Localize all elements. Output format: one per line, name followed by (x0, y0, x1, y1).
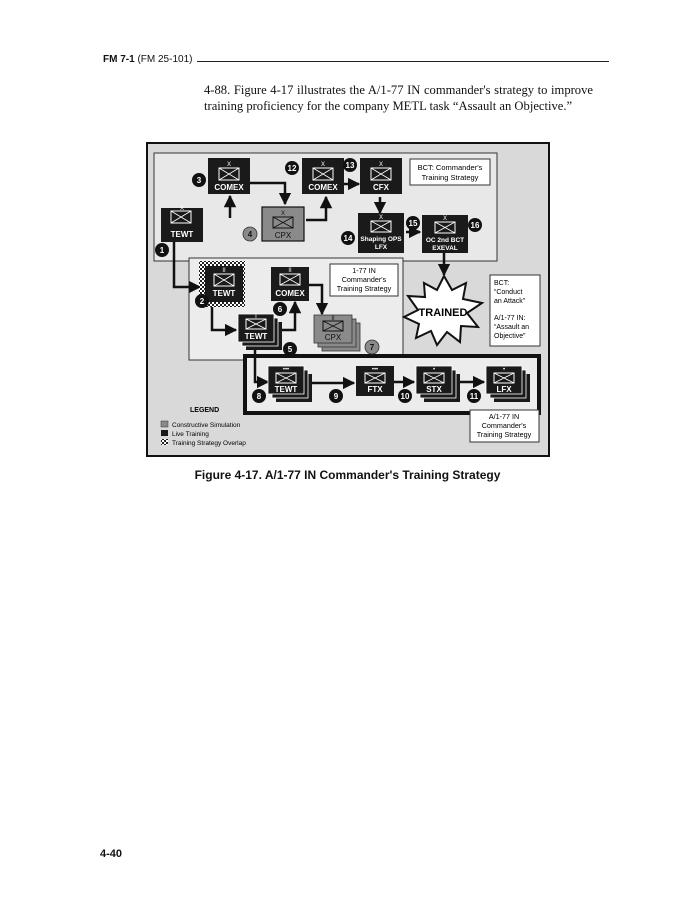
bct-strategy-label-2: Training Strategy (422, 173, 479, 182)
svg-text:X: X (379, 162, 383, 168)
tewt-5-node: I TEWT (237, 313, 282, 350)
comex-3-node: X COMEX (208, 158, 250, 194)
svg-text:•••: ••• (372, 367, 378, 373)
svg-text:I: I (255, 314, 257, 320)
comex-12-node: X COMEX (302, 158, 344, 194)
step-11: 11 (470, 392, 479, 401)
step-9: 9 (334, 392, 339, 401)
svg-text:Shaping OPS: Shaping OPS (360, 236, 402, 243)
figure-caption: Figure 4-17. A/1-77 IN Commander's Train… (194, 468, 501, 482)
trained-starburst (401, 273, 485, 347)
svg-text:COMEX: COMEX (275, 289, 305, 298)
legend-swatch-overlap (161, 439, 168, 445)
step-4: 4 (248, 230, 253, 239)
svg-text:COMEX: COMEX (308, 183, 338, 192)
svg-text:•••: ••• (283, 367, 289, 373)
stx-10-node: • STX (415, 365, 460, 402)
svg-text:•: • (433, 367, 435, 373)
exeval-16-node: X OC 2nd BCT EXEVAL (422, 215, 468, 253)
tewt-8-node: ••• TEWT (267, 365, 312, 402)
co-task-3: Objective” (494, 333, 526, 340)
legend-swatch-constructive (160, 420, 169, 428)
svg-text:COMEX: COMEX (214, 183, 244, 192)
running-header: FM 7-1 (FM 25-101) (103, 54, 192, 65)
step-12: 12 (288, 164, 297, 173)
svg-text:TEWT: TEWT (171, 230, 194, 239)
svg-text:OC 2nd BCT: OC 2nd BCT (426, 237, 464, 244)
svg-text:LFX: LFX (375, 244, 388, 251)
cfx-13-node: X CFX (360, 158, 402, 194)
step-8: 8 (257, 392, 262, 401)
svg-text:TEWT: TEWT (275, 385, 298, 394)
step-5: 5 (288, 345, 293, 354)
trained-label: TRAINED (419, 307, 468, 319)
svg-text:•: • (503, 367, 505, 373)
tewt-2-node: II TEWT (199, 261, 245, 307)
svg-text:II: II (222, 268, 226, 274)
doc-id: FM 7-1 (103, 54, 135, 65)
page-number: 4-40 (100, 848, 123, 860)
step-7: 7 (370, 343, 375, 352)
svg-text:CFX: CFX (373, 183, 390, 192)
legend-live: Live Training (172, 431, 209, 438)
co-strategy-label-2: Commander's (482, 421, 527, 430)
svg-text:X: X (443, 216, 447, 222)
ftx-9-node: ••• FTX (356, 366, 394, 396)
co-strategy-label-1: A/1-77 IN (489, 412, 519, 421)
step-1: 1 (160, 246, 165, 255)
step-10: 10 (401, 392, 410, 401)
step-16: 16 (471, 221, 480, 230)
co-task-1: A/1-77 IN: (494, 315, 526, 322)
co-task-2: “Assault an (494, 324, 529, 331)
step-13: 13 (346, 161, 355, 170)
tewt-1-node: X TEWT (161, 206, 203, 242)
svg-text:X: X (281, 211, 285, 217)
svg-text:EXEVAL: EXEVAL (432, 245, 458, 252)
header-rule (197, 61, 609, 62)
co-strategy-label-3: Training Strategy (477, 430, 532, 439)
paragraph-4-88: 4-88. Figure 4-17 illustrates the A/1-77… (204, 83, 593, 113)
bct-task-1: BCT: (494, 280, 509, 287)
bct-task-2: “Conduct (494, 289, 522, 296)
step-6: 6 (278, 305, 283, 314)
step-15: 15 (409, 219, 418, 228)
step-3: 3 (197, 176, 202, 185)
lfx-14-node: X Shaping OPS LFX (358, 213, 404, 253)
svg-text:STX: STX (426, 385, 442, 394)
legend-swatch-live (161, 430, 168, 436)
svg-text:II: II (331, 316, 335, 322)
svg-text:TEWT: TEWT (245, 332, 268, 341)
legend-constructive: Constructive Simulation (172, 422, 241, 429)
legend-overlap: Training Strategy Overlap (172, 440, 246, 447)
svg-text:FTX: FTX (367, 385, 383, 394)
legend-title: LEGEND (190, 407, 219, 414)
doc-alt-id: (FM 25-101) (137, 54, 193, 65)
in-strategy-label-2: Commander's (342, 275, 387, 284)
in-strategy-label-1: 1-77 IN (352, 266, 376, 275)
lfx-11-node: • LFX (485, 365, 530, 402)
cpx-7-node: II CPX (313, 314, 361, 352)
svg-text:X: X (227, 162, 231, 168)
svg-text:TEWT: TEWT (213, 289, 236, 298)
in-strategy-label-3: Training Strategy (337, 284, 392, 293)
svg-text:X: X (379, 215, 383, 221)
svg-text:CPX: CPX (325, 333, 342, 342)
bct-strategy-label-1: BCT: Commander's (418, 163, 483, 172)
cpx-4-node: X CPX (261, 206, 305, 242)
svg-text:X: X (180, 206, 184, 212)
step-2: 2 (200, 297, 205, 306)
svg-text:LFX: LFX (496, 385, 512, 394)
svg-text:CPX: CPX (275, 231, 292, 240)
svg-text:X: X (321, 162, 325, 168)
comex-6-node: II COMEX (271, 267, 309, 301)
svg-text:II: II (288, 268, 292, 274)
bct-task-3: an Attack” (494, 298, 526, 305)
step-14: 14 (344, 234, 353, 243)
